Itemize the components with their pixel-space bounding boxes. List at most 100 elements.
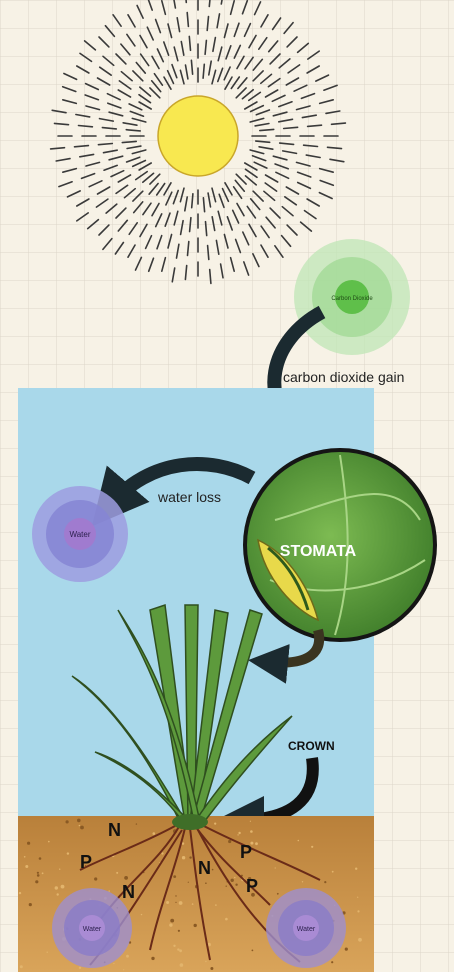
- soil-speck: [194, 924, 197, 927]
- water-label-bottom-right: Water: [297, 926, 316, 933]
- nutrient-label-3: N: [122, 882, 135, 902]
- soil-speck: [77, 819, 81, 823]
- soil-speck: [210, 967, 213, 970]
- nutrient-label-2: P: [80, 852, 92, 872]
- soil-speck: [20, 965, 23, 968]
- nutrient-label-1: N: [108, 820, 121, 840]
- crown-label: CROWN: [288, 739, 335, 753]
- soil-speck: [235, 884, 237, 886]
- soil-speck: [151, 957, 154, 960]
- soil-speck: [355, 868, 357, 870]
- soil-speck: [277, 893, 279, 895]
- soil-speck: [55, 886, 58, 889]
- soil-speck: [37, 874, 40, 877]
- soil-speck: [19, 892, 21, 894]
- soil-speck: [48, 841, 50, 843]
- soil-speck: [357, 910, 359, 912]
- soil-speck: [169, 923, 172, 926]
- soil-speck: [177, 948, 179, 950]
- soil-speck: [35, 880, 38, 883]
- soil-speck: [175, 902, 176, 903]
- soil-speck: [161, 852, 163, 854]
- water-bubble-bottom-right: Water: [266, 888, 346, 968]
- soil-speck: [37, 872, 39, 874]
- water-label-left: Water: [69, 530, 90, 539]
- stomata-leaf-closeup: STOMATA: [245, 450, 435, 640]
- soil-speck: [67, 852, 69, 854]
- water-bubble-left: Water: [32, 486, 128, 582]
- soil-speck: [225, 918, 228, 921]
- soil-speck: [302, 881, 303, 882]
- soil-speck: [250, 821, 251, 822]
- soil-speck: [237, 834, 238, 835]
- soil-speck: [311, 846, 313, 848]
- soil-speck: [27, 842, 30, 845]
- soil-speck: [116, 872, 118, 874]
- soil-speck: [214, 823, 216, 825]
- soil-speck: [238, 832, 240, 834]
- water-bubble-bottom-left: Water: [52, 888, 132, 968]
- nutrient-label-5: P: [240, 842, 252, 862]
- soil-speck: [358, 938, 362, 942]
- soil-speck: [57, 893, 59, 895]
- nutrient-label-4: N: [198, 858, 211, 878]
- soil-speck: [255, 842, 258, 845]
- soil-speck: [231, 879, 234, 882]
- soil-speck: [275, 867, 276, 868]
- soil-speck: [59, 869, 60, 870]
- soil-speck: [39, 857, 42, 860]
- soil-speck: [25, 865, 28, 868]
- soil-speck: [61, 885, 65, 889]
- soil-speck: [215, 904, 217, 906]
- soil-speck: [228, 840, 231, 843]
- soil-speck: [170, 919, 174, 923]
- soil-speck: [345, 948, 348, 951]
- soil-speck: [205, 882, 207, 884]
- soil-speck: [24, 856, 26, 858]
- soil-speck: [212, 869, 214, 871]
- soil-speck: [179, 901, 183, 905]
- soil-speck: [80, 826, 84, 830]
- soil-speck: [234, 877, 235, 878]
- soil-speck: [113, 963, 114, 964]
- soil-speck: [298, 840, 300, 842]
- water-loss-label: water loss: [157, 489, 221, 505]
- soil-speck: [79, 825, 80, 826]
- soil-speck: [141, 914, 142, 915]
- soil-speck: [29, 903, 32, 906]
- soil-speck: [180, 963, 184, 967]
- soil-speck: [173, 875, 176, 878]
- carbon-dioxide-label: Carbon Dioxide: [331, 296, 373, 302]
- stomata-label: STOMATA: [280, 543, 357, 560]
- carbon-dioxide-gain-label: carbon dioxide gain: [283, 369, 404, 385]
- soil-speck: [179, 949, 182, 952]
- carbon-dioxide-bubble: Carbon Dioxide: [294, 239, 410, 355]
- soil-speck: [252, 950, 254, 952]
- soil-speck: [188, 882, 189, 883]
- soil-speck: [324, 881, 326, 883]
- soil-speck: [124, 876, 128, 880]
- soil-speck: [153, 832, 156, 835]
- soil-speck: [42, 872, 44, 874]
- nutrient-label-6: P: [246, 876, 258, 896]
- soil-speck: [178, 930, 180, 932]
- soil-speck: [182, 856, 185, 859]
- soil-speck: [126, 955, 129, 958]
- soil-speck: [136, 823, 137, 824]
- soil-speck: [47, 952, 48, 953]
- water-label-bottom-left: Water: [83, 926, 102, 933]
- soil-speck: [109, 890, 110, 891]
- soil-speck: [189, 856, 191, 858]
- soil-speck: [175, 895, 176, 896]
- soil-speck: [94, 877, 97, 880]
- soil-speck: [66, 820, 69, 823]
- soil-speck: [123, 969, 124, 970]
- soil-speck: [226, 886, 227, 887]
- soil-speck: [331, 961, 333, 963]
- soil-speck: [166, 901, 169, 904]
- soil-speck: [192, 903, 194, 905]
- soil-speck: [357, 897, 358, 898]
- soil-speck: [205, 961, 206, 962]
- soil-speck: [79, 967, 81, 969]
